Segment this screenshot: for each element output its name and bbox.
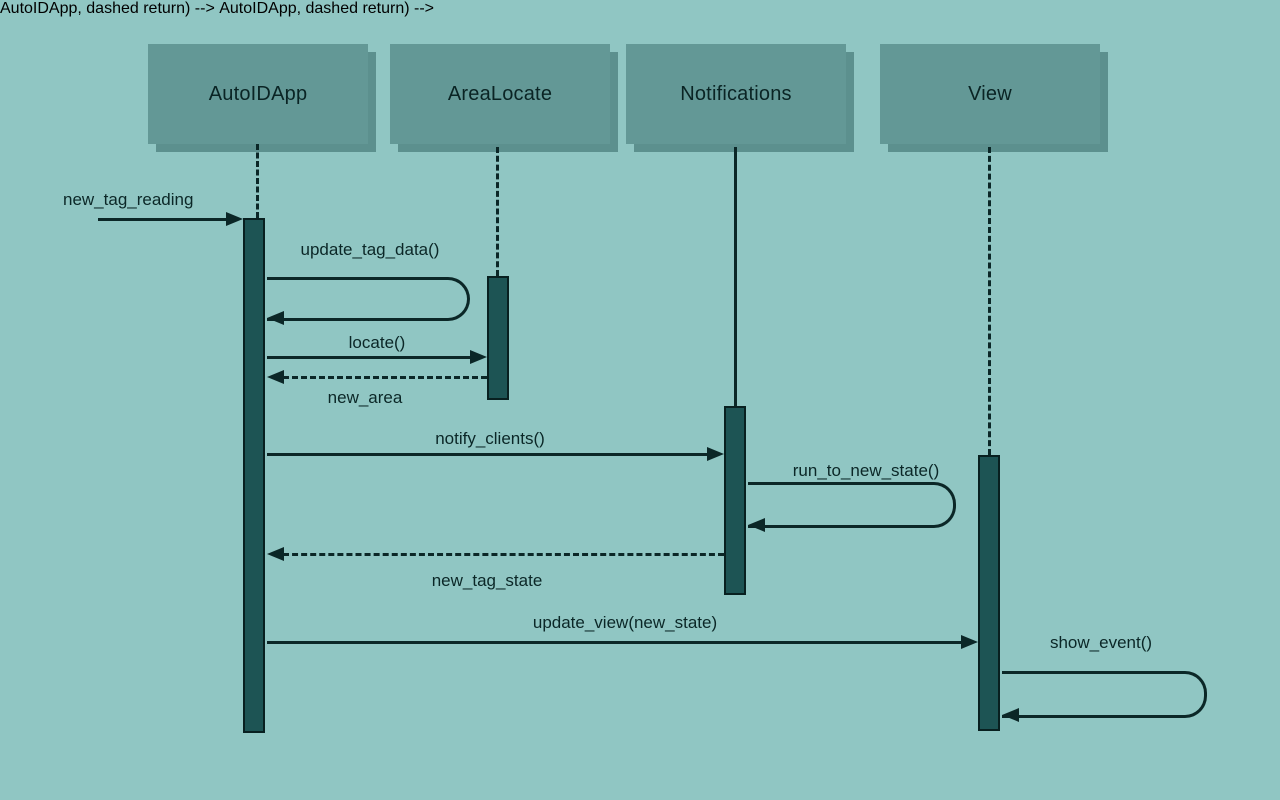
message-label-new-area: new_area [327,388,403,407]
activation-notifications [724,406,746,595]
activation-autoidapp [243,218,265,733]
message-label-update-view: update_view(new_state) [532,613,718,632]
message-line-new-area [283,376,487,379]
actor-box-autoidapp: AutoIDApp [148,44,368,144]
message-label-run-to-new-state: run_to_new_state() [792,461,940,480]
arrowhead-update-view [961,635,978,649]
arrowhead-new-area [267,370,284,384]
actor-label-view: View [968,82,1012,105]
arrowhead-run-to-new-state [748,518,765,532]
actor-label-notifications: Notifications [680,82,792,105]
message-line-new-tag-reading [98,218,230,221]
lifeline-notifications [734,147,737,406]
message-line-update-view [267,641,962,644]
actor-box-arealocate: AreaLocate [390,44,610,144]
message-label-update-tag-data: update_tag_data() [300,240,440,259]
arrowhead-locate [470,350,487,364]
arrowhead-notify-clients [707,447,724,461]
lifeline-arealocate [496,147,499,276]
actor-label-arealocate: AreaLocate [447,82,553,105]
self-loop-run-to-new-state [748,482,956,528]
message-line-new-tag-state [283,553,724,556]
message-label-new-tag-reading: new_tag_reading [63,190,194,209]
arrowhead-new-tag-state [267,547,284,561]
message-label-locate: locate() [348,333,406,352]
self-loop-show-event [1002,671,1207,718]
message-label-notify-clients: notify_clients() [435,429,545,448]
activation-view [978,455,1000,731]
actor-label-autoidapp: AutoIDApp [208,82,308,105]
activation-arealocate [487,276,509,400]
lifeline-view [988,147,991,455]
arrowhead-show-event [1002,708,1019,722]
message-line-notify-clients [267,453,709,456]
arrowhead-new-tag-reading [226,212,243,226]
message-label-new-tag-state: new_tag_state [431,571,543,590]
arrowhead-update-tag-data [267,311,284,325]
self-loop-update-tag-data [267,277,470,321]
actor-box-view: View [880,44,1100,144]
message-label-show-event: show_event() [1049,633,1153,652]
lifeline-autoidapp [256,144,259,218]
message-line-locate [267,356,473,359]
actor-box-notifications: Notifications [626,44,846,144]
